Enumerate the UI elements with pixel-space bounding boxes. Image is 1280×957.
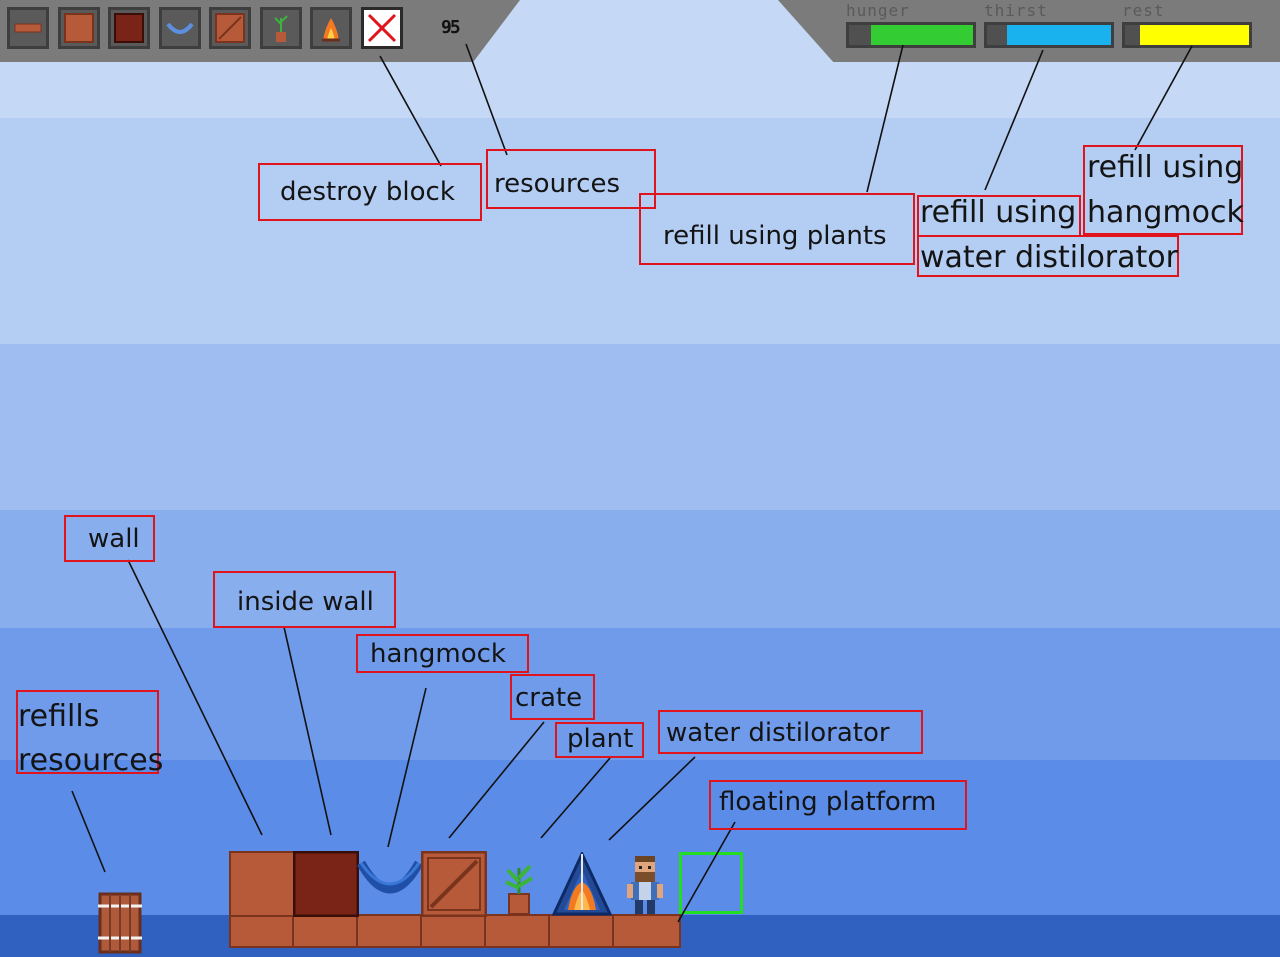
raft-floor[interactable] — [229, 914, 681, 948]
stat-bar-fill-rest — [1139, 25, 1249, 45]
label-refills-resources-text-1: refills — [18, 699, 100, 734]
label-plant: plant — [555, 722, 644, 758]
red-x-icon — [367, 13, 396, 43]
label-inside-wall: inside wall — [213, 571, 396, 628]
label-refill-hangmock-text-2: hangmock — [1087, 195, 1244, 230]
toolbar-slot-wall-plank[interactable] — [7, 7, 49, 49]
crate-icon — [215, 13, 245, 43]
label-refill-water-text-2: water distilorator — [920, 240, 1178, 275]
label-refill-hangmock-text-1: refill using — [1087, 150, 1244, 185]
label-crate: crate — [510, 674, 595, 720]
toolbar-slot-water-distilorator[interactable] — [310, 7, 352, 49]
player-character[interactable] — [627, 854, 663, 916]
toolbar-slot-hangmock[interactable] — [158, 7, 201, 49]
stat-bar-rest — [1122, 22, 1252, 48]
wall-block[interactable] — [229, 851, 295, 917]
barrel[interactable] — [98, 892, 142, 954]
label-destroy-block: destroy block — [258, 163, 482, 221]
stat-bar-hunger — [846, 22, 976, 48]
label-refills-resources — [16, 690, 159, 774]
label-resources: resources — [486, 149, 656, 209]
resource-count: 95 — [441, 17, 461, 38]
stat-label-thirst: thirst — [984, 1, 1048, 20]
stat-bar-fill-hunger — [871, 25, 973, 45]
label-water-distilorator: water distilorator — [658, 710, 923, 754]
toolbar-slot-inside-wall[interactable] — [108, 7, 150, 49]
placement-cursor[interactable] — [679, 852, 743, 914]
sky-band — [0, 344, 1280, 510]
stat-bar-thirst — [984, 22, 1114, 48]
water-distilorator[interactable] — [550, 852, 616, 916]
stat-label-hunger: hunger — [846, 1, 910, 20]
crate[interactable] — [421, 851, 487, 917]
stat-label-rest: rest — [1122, 1, 1165, 20]
toolbar-slot-destroy-block[interactable] — [360, 7, 403, 49]
label-refill-plants: refill using plants — [639, 193, 915, 265]
inside-wall-block[interactable] — [293, 851, 359, 917]
label-wall: wall — [64, 515, 155, 562]
inside-wall-block-icon — [114, 13, 144, 43]
toolbar-slot-plant[interactable] — [259, 7, 302, 49]
label-refill-water-b — [917, 235, 1179, 277]
label-hangmock: hangmock — [356, 634, 529, 673]
toolbar-slot-crate[interactable] — [209, 7, 251, 49]
plank-icon — [14, 23, 42, 33]
plant[interactable] — [500, 858, 540, 916]
label-refills-resources-text-2: resources — [18, 743, 164, 778]
campfire-icon — [322, 18, 340, 42]
plant-icon — [273, 15, 288, 42]
hangmock-icon — [165, 22, 194, 34]
wall-block-icon — [63, 13, 94, 43]
label-refill-hangmock — [1083, 145, 1243, 235]
label-refill-water-a — [917, 195, 1081, 235]
stat-bar-fill-thirst — [1006, 25, 1111, 45]
toolbar-slot-wall[interactable] — [57, 7, 100, 49]
label-refill-water-text-1: refill using — [920, 195, 1077, 230]
sky-band — [0, 628, 1280, 760]
label-floating-platform: floating platform — [709, 780, 967, 830]
hangmock[interactable] — [357, 855, 423, 905]
